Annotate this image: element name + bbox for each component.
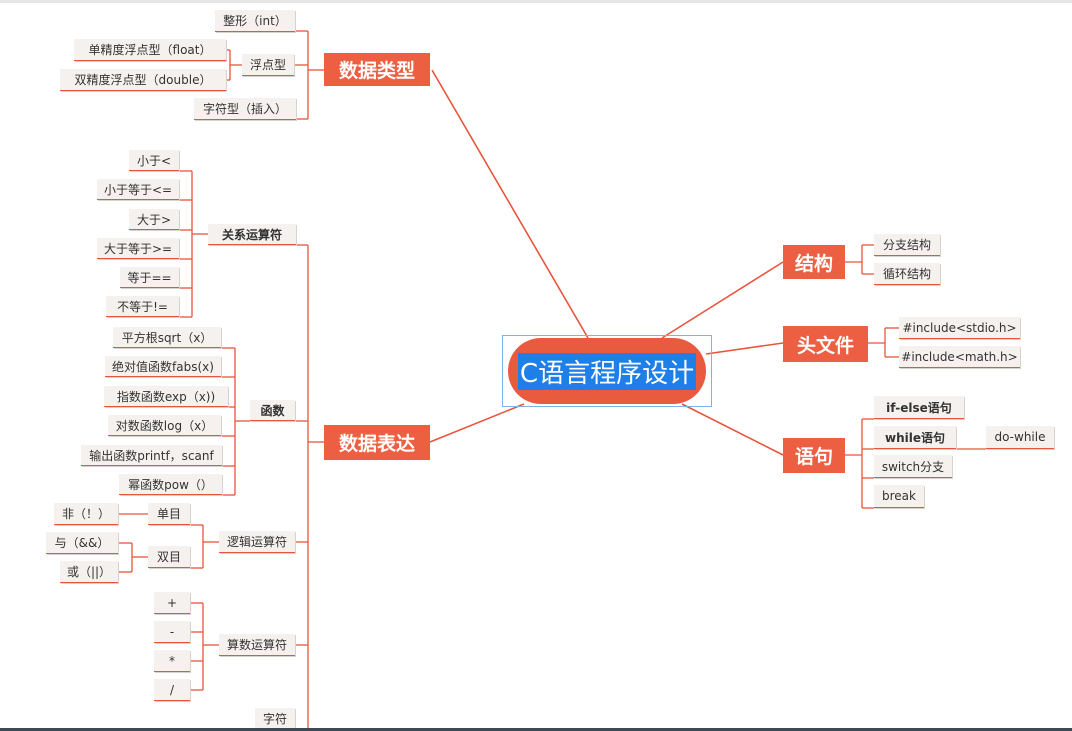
branch-datatype[interactable]: 数据类型 [324,53,430,86]
topic-relational-item[interactable]: 等于== [120,267,179,288]
topic-relational-item[interactable]: 小于等于<= [97,179,179,200]
topic-function-item[interactable]: 幂函数pow（） [119,474,222,495]
topic-header-item[interactable]: #include<math.h> [899,346,1020,368]
topic-switch[interactable]: switch分支 [874,455,952,478]
topic-arithmetic-item[interactable]: + [154,592,190,614]
topic-logical-not[interactable]: 非（！） [54,503,118,525]
topic-structure-item[interactable]: 分支结构 [874,234,940,256]
topic-relational-item[interactable]: 大于> [129,209,179,230]
topic-float-group[interactable]: 浮点型 [242,54,294,76]
topic-if-else[interactable]: if-else语句 [874,396,964,419]
branch-header-file[interactable]: 头文件 [783,326,868,362]
root-topic[interactable]: C语言程序设计 [508,338,706,404]
branch-statement[interactable]: 语句 [783,438,845,473]
link-root-datatype [431,69,589,339]
topic-logical-and[interactable]: 与（&&） [46,532,118,554]
topic-do-while[interactable]: do-while [986,426,1054,449]
topic-functions[interactable]: 函数 [250,400,295,421]
link-root-structure [661,261,784,339]
topic-structure-item[interactable]: 循环结构 [874,263,940,285]
topic-break[interactable]: break [874,485,924,508]
topic-arithmetic-item[interactable]: - [154,621,190,643]
topic-function-item[interactable]: 输出函数printf，scanf [81,445,222,466]
topic-binary[interactable]: 双目 [148,546,190,568]
topic-function-item[interactable]: 对数函数log（x） [108,415,221,436]
topic-arithmetic-item[interactable]: / [154,679,190,701]
topic-float[interactable]: 单精度浮点型（float） [74,39,226,61]
topic-double[interactable]: 双精度浮点型（double） [60,69,226,91]
topic-relational-item[interactable]: 大于等于>= [97,238,179,259]
link-root-header [705,342,784,355]
link-root-statement [681,403,784,456]
topic-relational-operators[interactable]: 关系运算符 [208,224,296,245]
topic-int[interactable]: 整形（int） [215,10,295,32]
topic-logical-operators[interactable]: 逻辑运算符 [219,531,295,553]
bottom-edge [0,728,1072,731]
topic-arithmetic-item[interactable]: * [154,650,190,672]
topic-function-item[interactable]: 平方根sqrt（x） [113,327,221,348]
topic-header-item[interactable]: #include<stdio.h> [899,317,1020,339]
link-root-expression [429,403,525,443]
topic-arithmetic-operators[interactable]: 算数运算符 [219,634,295,656]
branch-expression[interactable]: 数据表达 [324,425,430,460]
top-edge [0,0,1072,3]
topic-logical-or[interactable]: 或（||） [60,561,118,583]
root-topic-label: C语言程序设计 [517,352,697,390]
topic-unary[interactable]: 单目 [148,503,190,525]
topic-char[interactable]: 字符型（插入） [194,98,296,120]
topic-string[interactable]: 字符 [255,708,295,730]
topic-function-item[interactable]: 指数函数exp（x)) [104,386,228,407]
topic-relational-item[interactable]: 小于< [129,150,179,171]
topic-relational-item[interactable]: 不等于!= [106,296,179,317]
topic-function-item[interactable]: 绝对值函数fabs(x) [105,356,221,377]
branch-structure[interactable]: 结构 [783,245,845,279]
topic-while[interactable]: while语句 [874,426,956,449]
